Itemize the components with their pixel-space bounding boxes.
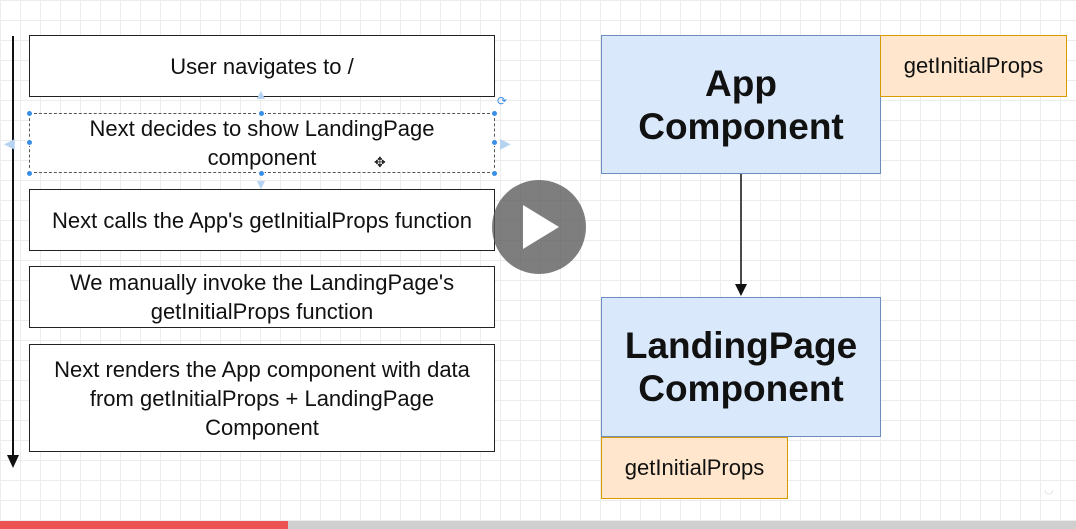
play-button[interactable] bbox=[492, 180, 586, 274]
resize-handle[interactable] bbox=[26, 139, 33, 146]
landing-props-box[interactable]: getInitialProps bbox=[601, 437, 788, 499]
landing-component-box[interactable]: LandingPage Component bbox=[601, 297, 881, 437]
app-component-box[interactable]: App Component bbox=[601, 35, 881, 174]
resize-handle[interactable] bbox=[26, 170, 33, 177]
resize-handle[interactable] bbox=[491, 139, 498, 146]
step-box-4[interactable]: We manually invoke the LandingPage's get… bbox=[29, 266, 495, 328]
app-props-box[interactable]: getInitialProps bbox=[880, 35, 1067, 97]
resize-handle[interactable] bbox=[258, 110, 265, 117]
video-progress-fill[interactable] bbox=[0, 521, 289, 529]
move-cursor-icon: ✥ bbox=[374, 154, 386, 170]
step-box-1[interactable]: User navigates to / bbox=[29, 35, 495, 97]
watermark-logo: ◡ bbox=[1044, 484, 1054, 496]
connect-arrow-up-icon[interactable]: ▲ bbox=[254, 86, 268, 102]
step-box-2[interactable]: Next decides to show LandingPage compone… bbox=[29, 113, 495, 173]
connector-arrow bbox=[735, 174, 747, 296]
landing-props-label: getInitialProps bbox=[624, 455, 765, 480]
connect-arrow-left-icon[interactable]: ◀ bbox=[4, 135, 15, 151]
connect-arrow-right-icon[interactable]: ▶ bbox=[500, 135, 511, 151]
landing-component-label: LandingPage Component bbox=[624, 325, 858, 409]
step-box-3[interactable]: Next calls the App's getInitialProps fun… bbox=[29, 189, 495, 251]
resize-handle[interactable] bbox=[258, 170, 265, 177]
resize-handle[interactable] bbox=[491, 110, 498, 117]
step-text-2: Next decides to show LandingPage compone… bbox=[89, 116, 435, 170]
step-box-5[interactable]: Next renders the App component with data… bbox=[29, 344, 495, 452]
video-progress-track[interactable] bbox=[0, 521, 1076, 529]
connect-arrow-down-icon[interactable]: ▼ bbox=[254, 176, 268, 192]
step-text-1: User navigates to / bbox=[170, 53, 354, 79]
app-props-label: getInitialProps bbox=[903, 53, 1044, 78]
rotate-handle-icon[interactable]: ⟳ bbox=[497, 94, 508, 108]
resize-handle[interactable] bbox=[26, 110, 33, 117]
flow-arrow bbox=[7, 36, 19, 468]
step-text-4: We manually invoke the LandingPage's get… bbox=[69, 270, 455, 324]
play-icon bbox=[523, 205, 559, 249]
resize-handle[interactable] bbox=[491, 170, 498, 177]
app-component-label: App Component bbox=[638, 62, 844, 147]
step-text-3: Next calls the App's getInitialProps fun… bbox=[52, 207, 472, 233]
step-text-5: Next renders the App component with data… bbox=[54, 356, 470, 440]
